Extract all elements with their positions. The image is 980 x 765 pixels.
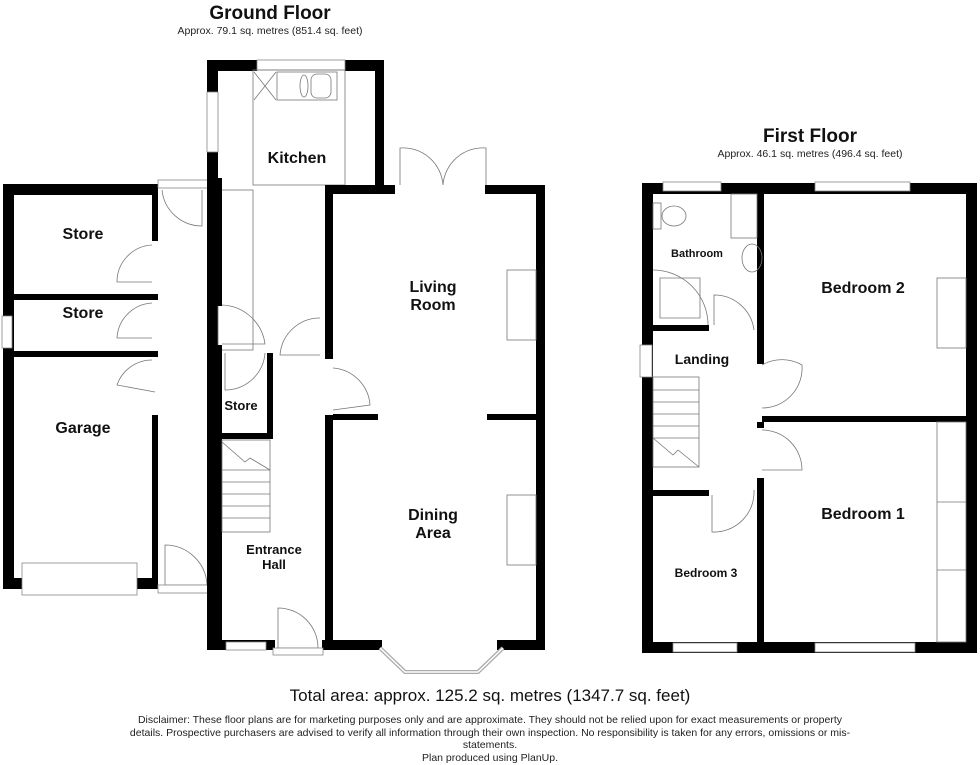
first-floor-area: Approx. 46.1 sq. metres (496.4 sq. feet) [717,148,903,160]
ground-floor-plan: Kitchen Store Store Store Garage Living … [1,59,545,674]
svg-text:Store: Store [63,305,104,322]
svg-text:Kitchen: Kitchen [268,150,327,167]
svg-text:Bedroom 3: Bedroom 3 [675,566,738,580]
svg-text:Area: Area [415,525,451,542]
svg-text:Landing: Landing [675,351,729,367]
disclaimer-block: Disclaimer: These floor plans are for ma… [120,714,860,764]
floor-plan-drawing: Kitchen Store Store Store Garage Living … [1,59,977,674]
total-area: Total area: approx. 125.2 sq. metres (13… [289,686,691,705]
svg-text:Store: Store [224,398,257,413]
svg-text:Bedroom 2: Bedroom 2 [821,280,905,297]
ground-floor-area: Approx. 79.1 sq. metres (851.4 sq. feet) [177,25,363,37]
svg-text:Dining: Dining [408,507,458,524]
svg-text:Store: Store [63,226,104,243]
svg-text:Room: Room [410,297,455,314]
credit-text: Plan produced using PlanUp. [421,751,558,764]
svg-text:Hall: Hall [262,557,286,572]
first-floor-title: First Floor [763,126,857,147]
svg-text:Bathroom: Bathroom [671,248,723,260]
disclaimer-text: Disclaimer: These floor plans are for ma… [129,714,851,751]
svg-text:Living: Living [409,279,456,296]
ground-floor-title: Ground Floor [209,3,331,24]
first-floor-plan: Bathroom Bedroom 2 Landing Bedroom 1 Bed… [639,181,977,653]
svg-text:Garage: Garage [55,420,110,437]
svg-text:Entrance: Entrance [246,542,302,557]
svg-text:Bedroom 1: Bedroom 1 [821,506,905,523]
